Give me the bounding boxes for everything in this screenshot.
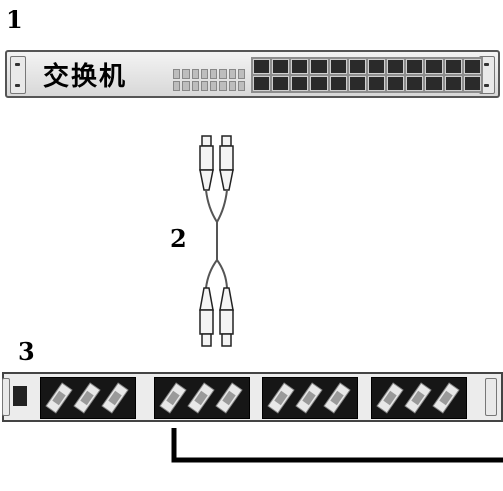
fiber-port-icon <box>101 382 129 414</box>
fiber-jumper <box>199 135 234 347</box>
switch-label: 交换机 <box>43 62 128 92</box>
fiber-port-icon <box>215 382 243 414</box>
label-3: 3 <box>18 337 35 366</box>
fiber-port-icon <box>267 382 295 414</box>
fiber-port-icon <box>404 382 432 414</box>
fiber-port-icon <box>45 382 73 414</box>
switch-port-bank <box>251 57 483 93</box>
switch-ear-left <box>10 56 26 94</box>
fiber-port-icon <box>159 382 187 414</box>
fiber-port-icon <box>187 382 215 414</box>
link-cable <box>171 428 503 463</box>
label-1: 1 <box>6 5 23 34</box>
fiber-port-bank <box>371 377 467 419</box>
panel-ear-right <box>485 378 497 416</box>
fiber-port-icon <box>432 382 460 414</box>
fiber-connector-icon <box>199 287 234 347</box>
patch-panel <box>2 372 503 422</box>
fiber-port-bank <box>40 377 136 419</box>
switch-led-panel <box>173 69 245 91</box>
fiber-port-icon <box>376 382 404 414</box>
fiber-connector-icon <box>199 135 234 191</box>
label-2: 2 <box>170 224 187 253</box>
switch-ear-right <box>479 56 495 94</box>
panel-port <box>13 386 27 406</box>
fiber-port-icon <box>73 382 101 414</box>
fiber-port-icon <box>295 382 323 414</box>
network-switch: 交换机 <box>5 50 500 98</box>
fiber-port-bank <box>154 377 250 419</box>
fiber-port-bank <box>262 377 358 419</box>
panel-ear-left <box>2 378 10 416</box>
fiber-port-icon <box>323 382 351 414</box>
